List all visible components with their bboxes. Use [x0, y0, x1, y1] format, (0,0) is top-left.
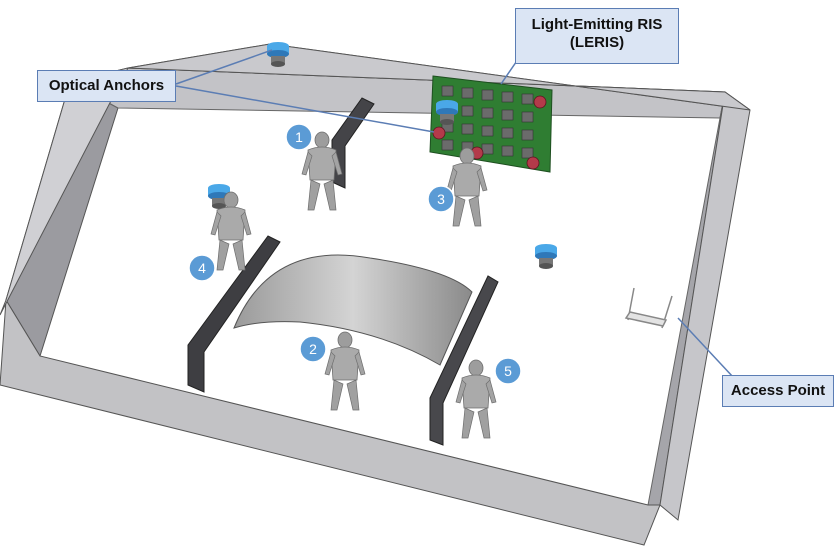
curved-screen	[233, 254, 473, 366]
user-badge-5: 5	[494, 357, 522, 385]
leris-label-line2: (LERIS)	[569, 34, 625, 51]
access-point-device	[624, 287, 673, 329]
leris-led	[432, 126, 446, 140]
user-badge-2: 2	[299, 335, 327, 363]
optical-anchors-label: Optical Anchors	[37, 70, 176, 102]
leris-label-line1: Light-Emitting RIS	[531, 16, 663, 33]
svg-text:2: 2	[309, 341, 317, 357]
pointer-line	[175, 49, 273, 85]
svg-text:4: 4	[198, 260, 206, 276]
leris-label: Light-Emitting RIS (LERIS)	[515, 8, 679, 64]
user-badge-1: 1	[285, 123, 313, 151]
access-point-text: Access Point	[730, 382, 826, 399]
svg-text:5: 5	[504, 363, 512, 379]
pointer-line	[175, 85, 435, 133]
access-point-label: Access Point	[722, 375, 834, 407]
svg-text:3: 3	[437, 191, 445, 207]
partition-right	[429, 275, 499, 446]
user-badge-4: 4	[188, 254, 216, 282]
svg-text:1: 1	[295, 129, 303, 145]
user-badge-3: 3	[427, 185, 455, 213]
leris-led	[526, 156, 540, 170]
leris-led	[533, 95, 547, 109]
partition-left	[187, 235, 281, 393]
optical-anchors-text: Optical Anchors	[48, 77, 165, 94]
